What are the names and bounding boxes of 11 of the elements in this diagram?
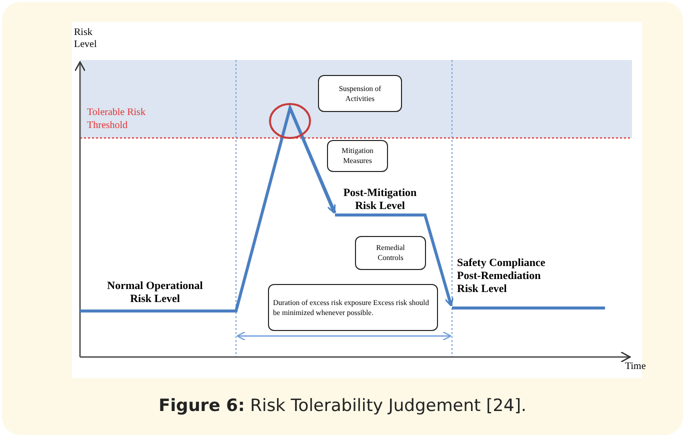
threshold-label: Tolerable Risk Threshold	[87, 106, 146, 132]
level-label: Safety Compliance Post-Remediation Risk Level	[457, 257, 546, 296]
figure-caption: Figure 6: Risk Tolerability Judgement [24].	[158, 396, 528, 416]
level-label: Normal Operational Risk Level	[106, 280, 204, 306]
annotation-box	[318, 75, 402, 112]
annotation-box	[327, 140, 388, 172]
annotation-box	[355, 236, 426, 270]
axis-title: Time	[625, 360, 647, 373]
level-label: Post-Mitigation Risk Level	[342, 187, 418, 213]
axis-title: Risk Level	[74, 27, 98, 51]
annotation-box	[268, 284, 438, 331]
